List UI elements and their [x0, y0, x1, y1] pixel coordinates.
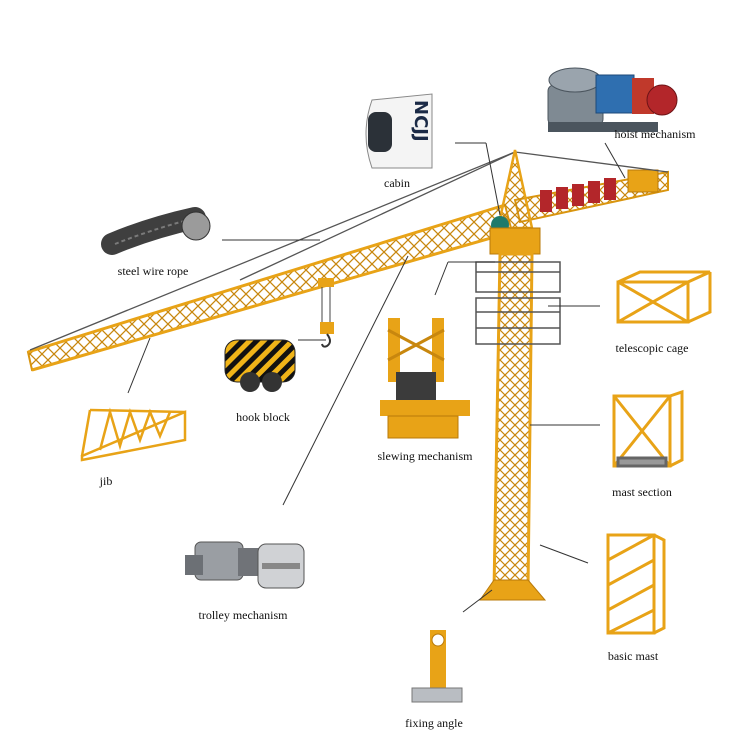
- hook-block-image: [224, 339, 296, 392]
- label-trolley-mechanism: trolley mechanism: [198, 608, 288, 622]
- label-basic-mast: basic mast: [607, 649, 659, 663]
- label-fixing-angle: fixing angle: [405, 716, 463, 730]
- leader-basic-mast: [539, 544, 589, 564]
- label-hook-block: hook block: [236, 410, 290, 424]
- label-jib: jib: [99, 474, 113, 488]
- tower-crane: [26, 149, 669, 601]
- counter-jib: [513, 169, 669, 224]
- basic-mast-image: [606, 533, 666, 635]
- telescopic-cage-structure: [475, 261, 561, 345]
- label-telescopic-cage: telescopic cage: [615, 341, 689, 355]
- leader-fixing-angle: [462, 589, 493, 613]
- label-hoist-mechanism: hoist mechanism: [614, 127, 696, 141]
- mast-section-image: [612, 389, 684, 468]
- leader-hoist: [604, 142, 626, 179]
- mast-structure: [479, 252, 547, 601]
- trolley-and-hook: [318, 278, 334, 348]
- jib-image: [80, 407, 187, 462]
- label-cabin: cabin: [384, 176, 410, 190]
- steel-wire-rope-image: [101, 207, 211, 255]
- tie-ropes: [29, 151, 669, 351]
- label-slewing-mechanism: slewing mechanism: [377, 449, 473, 463]
- hoist-mechanism-image: [547, 67, 678, 132]
- label-steel-wire-rope: steel wire rope: [117, 264, 189, 278]
- leader-jib: [127, 337, 151, 394]
- label-mast-section: mast section: [612, 485, 672, 499]
- leader-lines: [127, 142, 626, 613]
- cabin-image: NCJJ: [365, 93, 433, 169]
- telescopic-cage-image: [616, 270, 712, 324]
- leader-cabin-b: [485, 142, 501, 216]
- slewing-mechanism-image: [380, 318, 470, 439]
- fixing-angle-image: [411, 630, 463, 703]
- leader-slewing-a: [434, 261, 449, 296]
- jib-structure: [26, 203, 514, 372]
- leader-trolley: [282, 255, 409, 506]
- tower-head: [491, 149, 534, 234]
- trolley-mechanism-image: [185, 541, 305, 589]
- svg-text:NCJJ: NCJJ: [410, 100, 431, 142]
